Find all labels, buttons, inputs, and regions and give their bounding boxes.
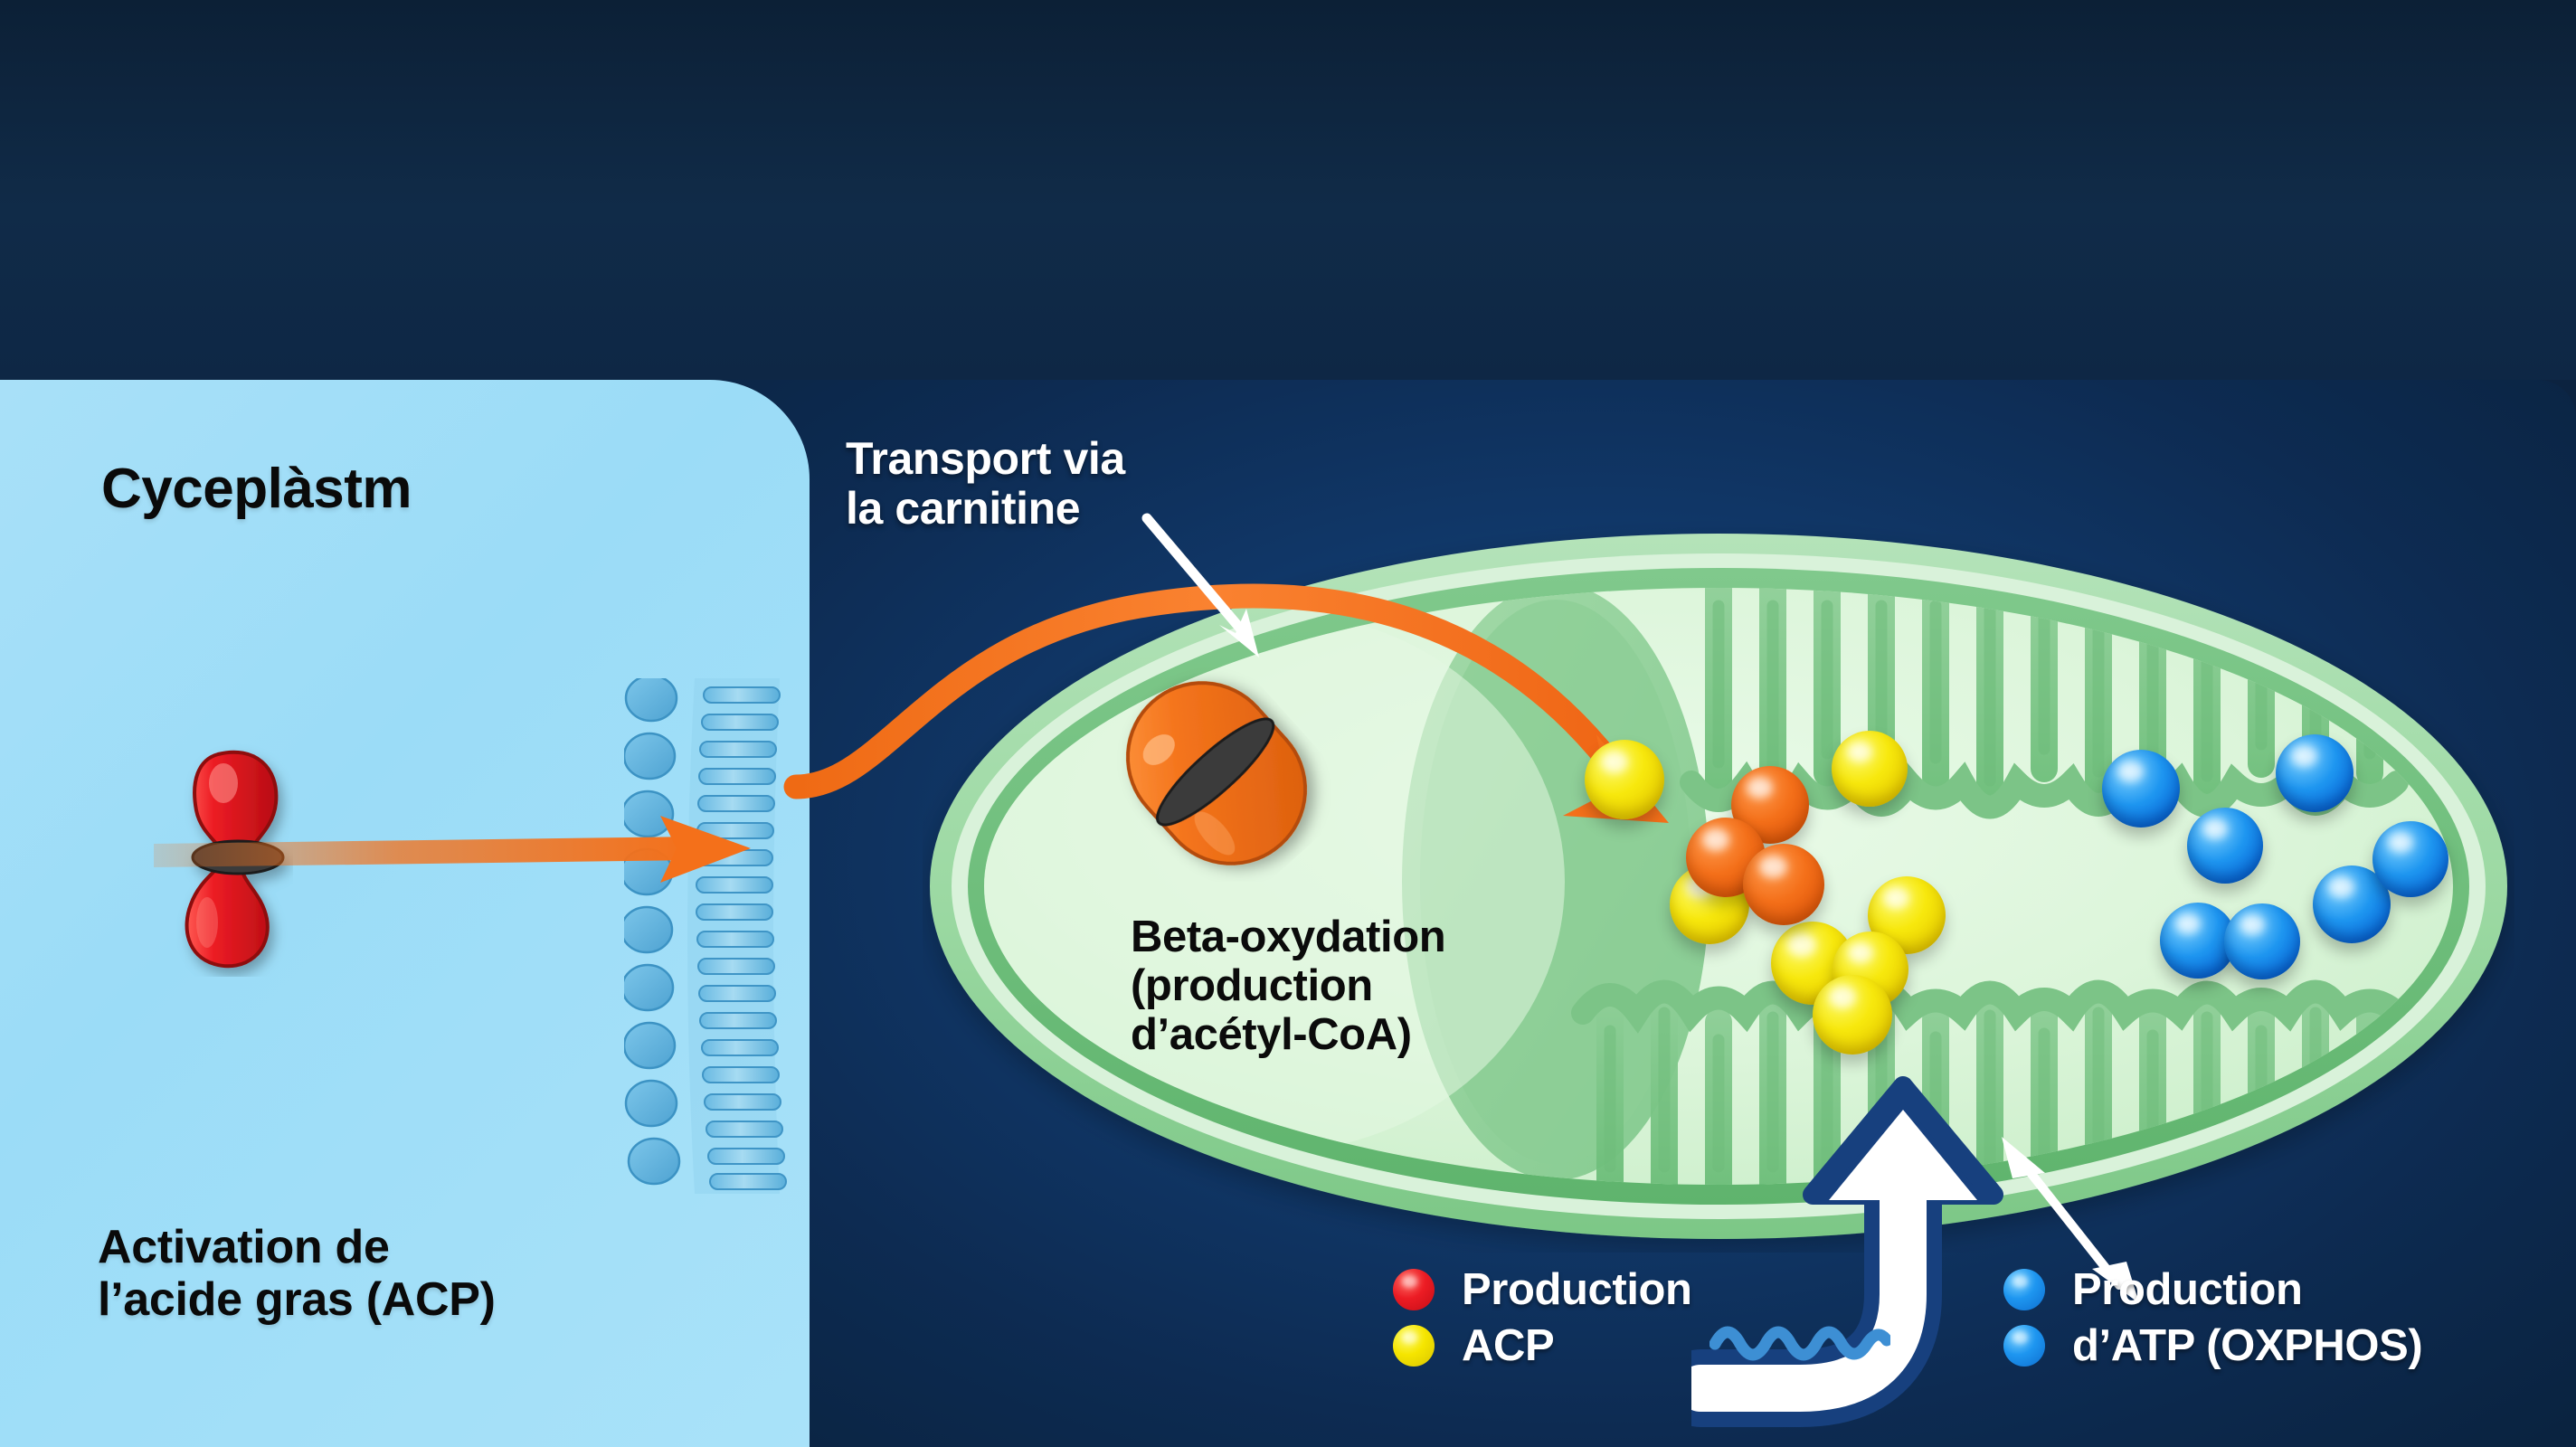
legend-label: Production [1462,1265,1692,1314]
legend-right: Production d’ATP (OXPHOS) [2003,1262,2423,1374]
atp-sphere [2224,903,2300,979]
atp-sphere [2276,734,2353,812]
acetyl-coa-sphere [1813,975,1892,1055]
fatty-acid-entry-arrow [154,816,751,883]
activation-label: Activation de l’acide gras (ACP) [98,1221,496,1327]
atp-sphere [2102,750,2180,828]
beta-oxidation-label: Beta-oxydation (production d’acétyl-CoA) [1131,913,1446,1059]
membrane-gradient-double-arrow-icon [2002,1137,2139,1303]
atp-sphere [2187,808,2263,884]
legend-left: Production ACP [1393,1262,1692,1374]
legend-label: Production [2072,1265,2303,1314]
atp-sphere [2372,821,2448,897]
acyl-carnitine-capsule-icon [1125,681,1308,865]
blue-dot-icon [2003,1325,2045,1367]
acetyl-coa-sphere [1585,740,1664,819]
fatty-acyl-sphere [1743,844,1824,925]
red-dot-icon [1393,1269,1435,1310]
blue-dot-icon [2003,1269,2045,1310]
carnitine-pointer-arrow-icon [1141,513,1259,657]
membrane-squiggle-icon [1709,1326,1890,1361]
legend-label: d’ATP (OXPHOS) [2072,1321,2423,1370]
legend-item: Production [1393,1262,1692,1318]
cytoplasm-label: Cyceplàstm [101,458,412,520]
carnitine-transport-label: Transport via la carnitine [846,433,1125,534]
legend-item: Production [2003,1262,2422,1318]
legend-item: ACP [1393,1318,1692,1374]
cytoplasm-panel: Cyceplàstm Activation de l’acide gras (A… [0,380,810,1447]
atp-production-arrow [1691,1076,2003,1427]
legend-item: d’ATP (OXPHOS) [2003,1318,2423,1374]
atp-sphere [2160,903,2236,979]
header-band [0,0,2576,380]
legend-label: ACP [1462,1321,1555,1370]
yellow-dot-icon [1393,1325,1435,1367]
acetyl-coa-sphere [1832,731,1908,807]
plasma-membrane-icon [624,678,787,1194]
